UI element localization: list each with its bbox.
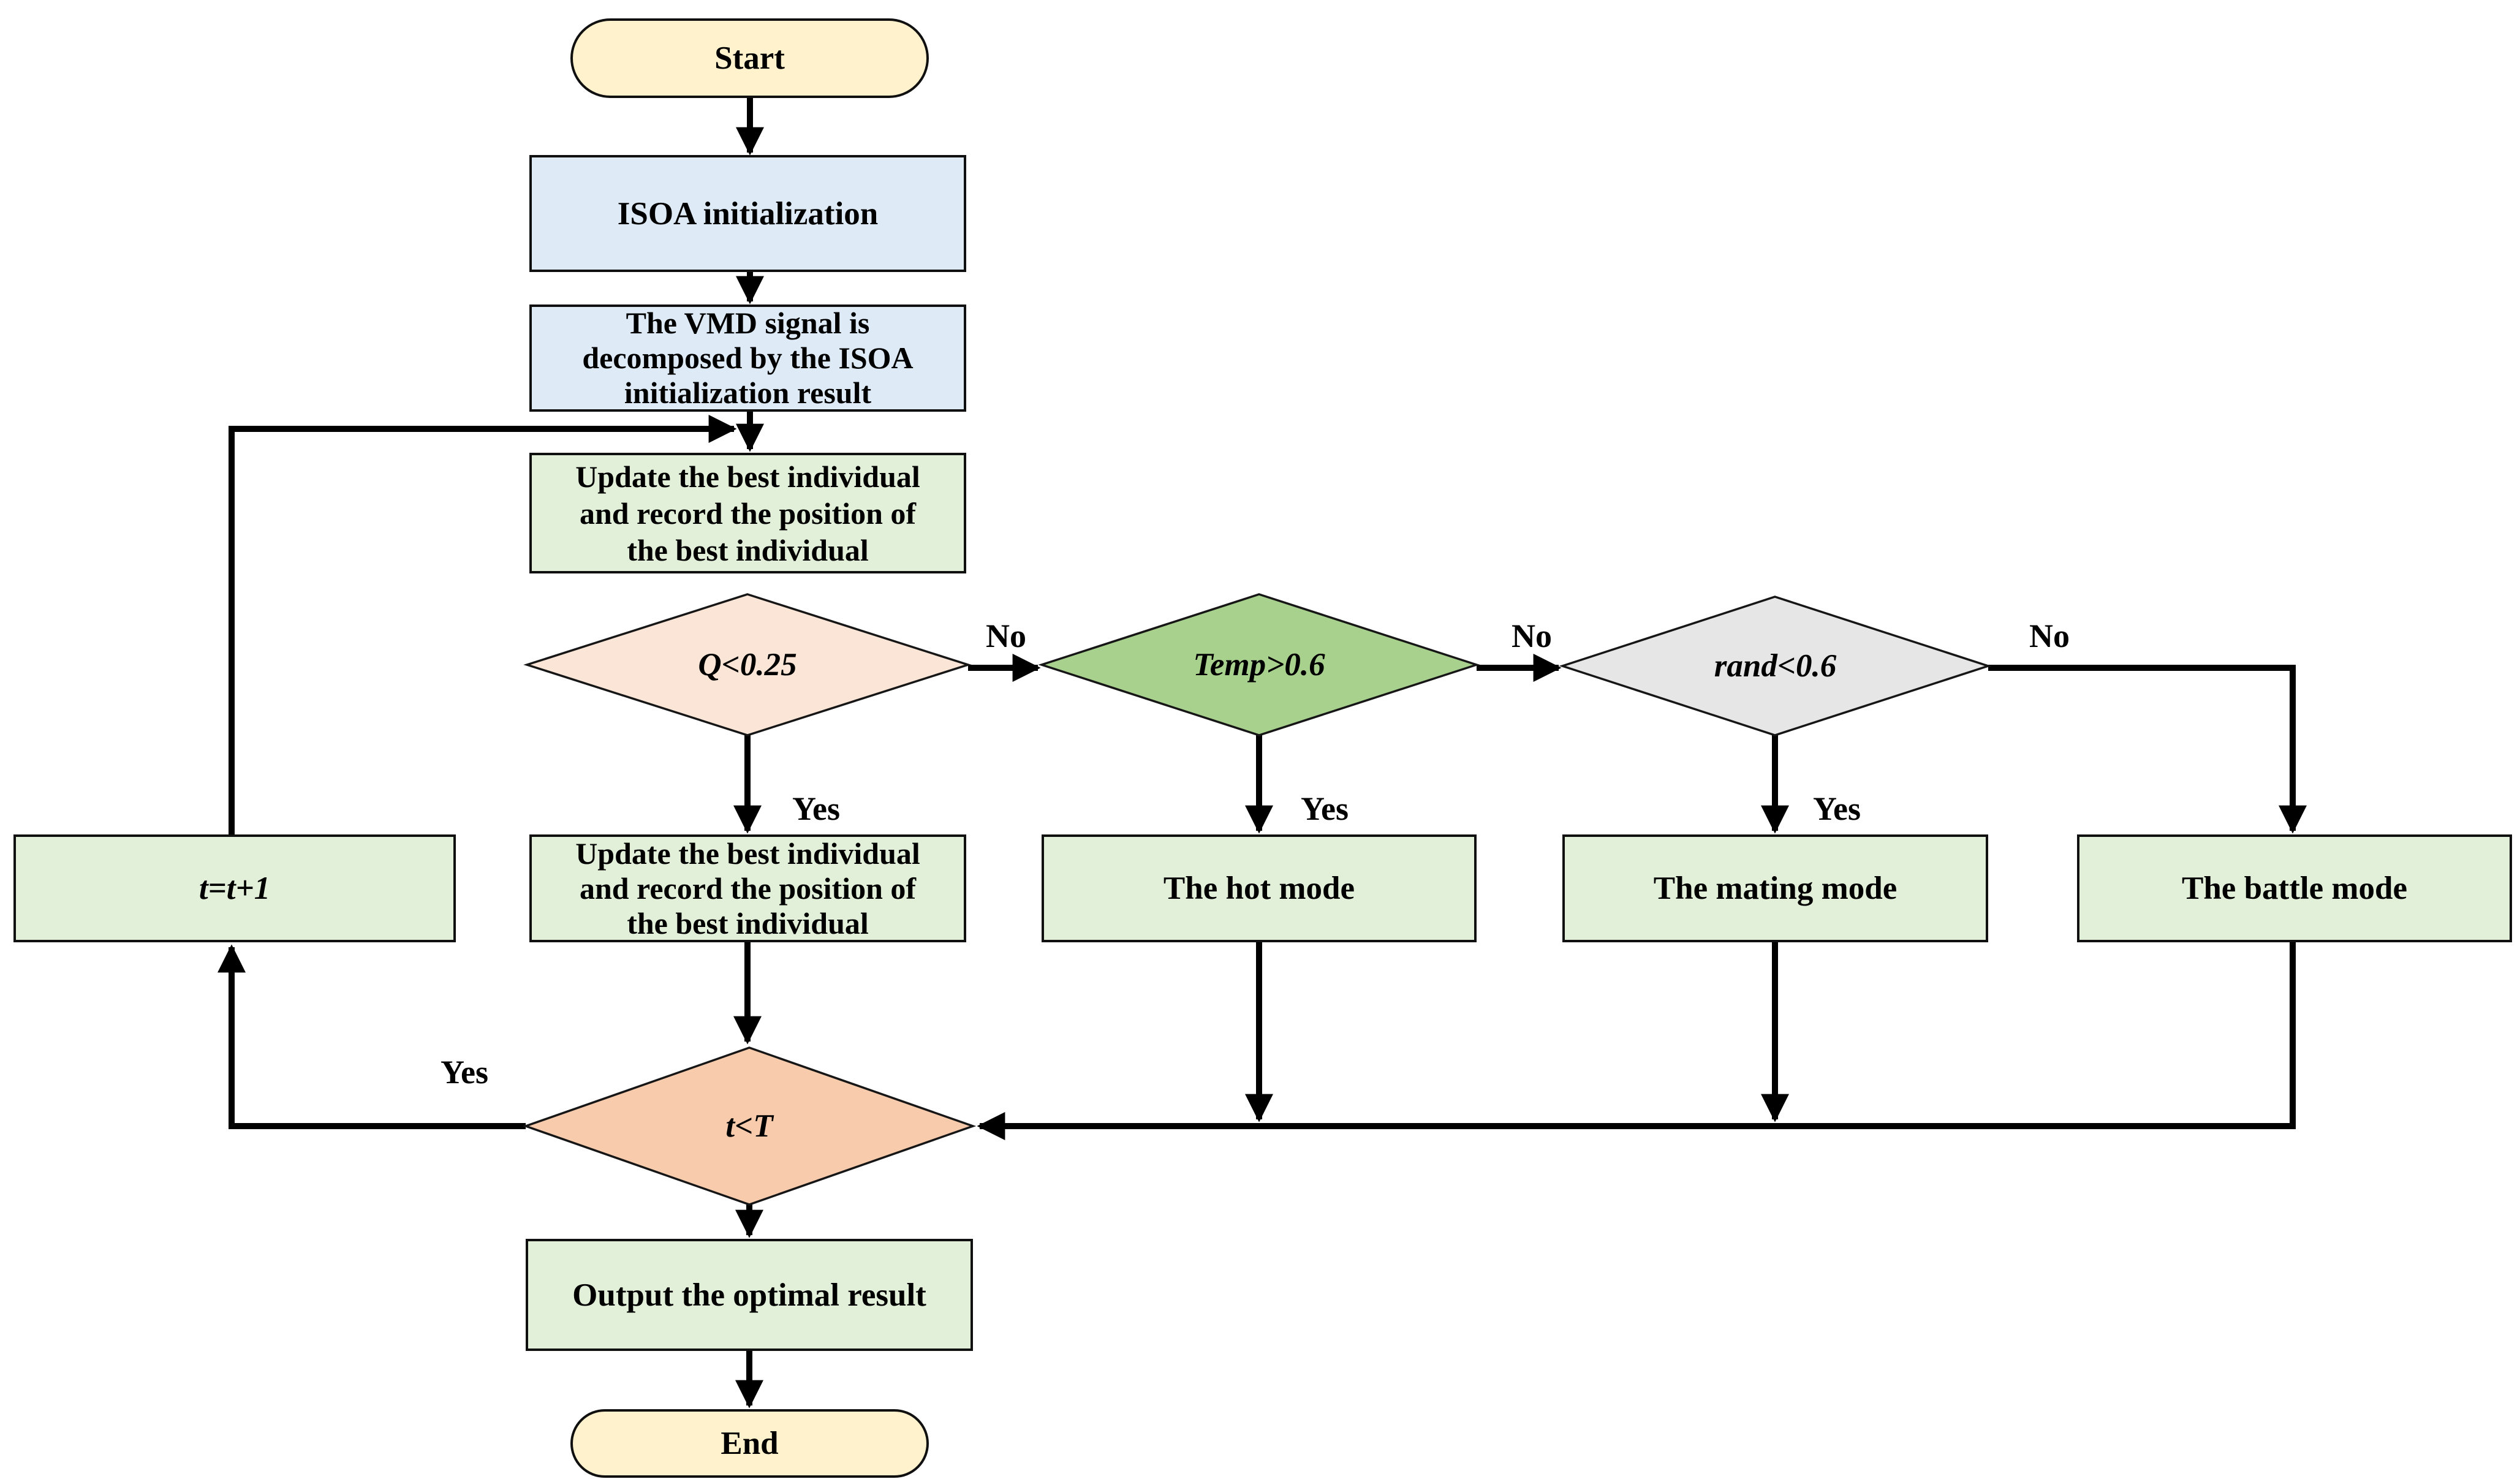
- t-check-yes-label: Yes: [441, 1054, 488, 1091]
- update-best-individual-top-process: Update the best individual and record th…: [529, 453, 966, 573]
- edge-battle-tcheck: [977, 942, 2296, 1140]
- edge-rand-no: [1988, 665, 2307, 834]
- rand-decision-label: rand<0.6: [1714, 648, 1837, 684]
- start-terminator: Start: [570, 18, 929, 98]
- mating-mode-process: The mating mode: [1562, 834, 1988, 942]
- edge-loop-return: [229, 415, 737, 834]
- q-no-label: No: [986, 618, 1026, 654]
- output-result-process: Output the optimal result: [526, 1239, 973, 1351]
- temp-no-label: No: [1512, 618, 1552, 654]
- t-check-decision-shape: [522, 1046, 977, 1206]
- rand-yes-label: Yes: [1813, 790, 1861, 827]
- rand-decision-shape: [1559, 596, 1992, 736]
- vmd-decompose-process: The VMD signal is decomposed by the ISOA…: [529, 304, 966, 412]
- t-increment-process: t=t+1: [13, 834, 456, 942]
- temp-yes-label: Yes: [1301, 790, 1349, 827]
- t-check-decision-label: t<T: [725, 1108, 773, 1144]
- update-best-individual-yes-process: Update the best individual and record th…: [529, 834, 966, 942]
- q-yes-label: Yes: [792, 790, 840, 827]
- rand-no-label: No: [2029, 618, 2070, 654]
- temp-decision-label: Temp>0.6: [1193, 647, 1325, 683]
- isoa-initialization-process: ISOA initialization: [529, 155, 966, 272]
- hot-mode-process: The hot mode: [1042, 834, 1477, 942]
- battle-mode-process: The battle mode: [2077, 834, 2512, 942]
- edge-tcheck-yes-increment: [218, 944, 526, 1129]
- temp-decision-shape: [1038, 593, 1480, 736]
- end-terminator: End: [570, 1409, 929, 1478]
- q-decision-shape: [523, 593, 972, 736]
- q-decision-label: Q<0.25: [698, 647, 797, 683]
